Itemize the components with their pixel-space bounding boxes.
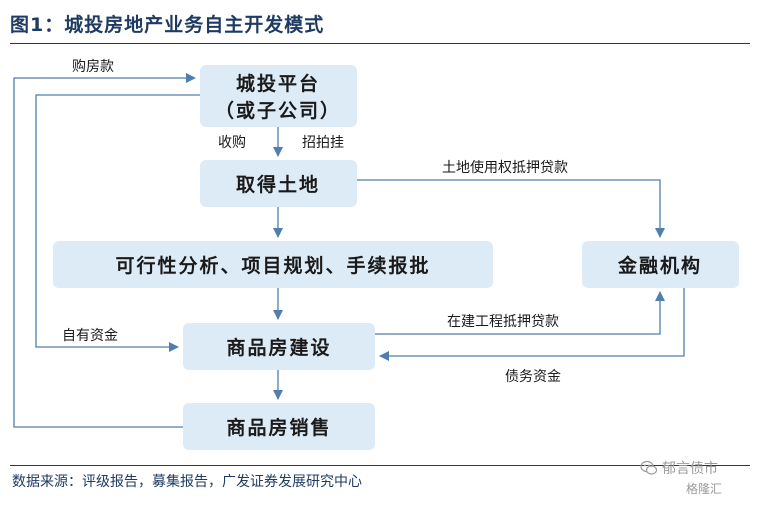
edge-construction-loan-label: 在建工程抵押贷款 xyxy=(447,314,559,330)
watermark-line2: 格隆汇 xyxy=(686,482,723,496)
watermark: 郁言债市 xyxy=(640,458,718,478)
edge-own-funds-label: 自有资金 xyxy=(62,328,118,344)
node-platform-line2: （或子公司） xyxy=(215,99,341,122)
edge-purchase-payment-label: 购房款 xyxy=(72,59,114,75)
edge-construction-loan xyxy=(375,291,665,335)
edge-purchase-payment xyxy=(13,73,196,428)
node-platform-line1: 城投平台 xyxy=(236,72,320,95)
edge-land-loan xyxy=(357,179,665,238)
node-construction xyxy=(183,323,375,370)
node-platform xyxy=(200,65,357,127)
edge-debt-funds xyxy=(379,288,685,361)
wechat-icon xyxy=(640,460,658,475)
node-construction-label: 商品房建设 xyxy=(226,336,331,359)
source-note: 数据来源：评级报告，募集报告，广发证券发展研究中心 xyxy=(12,474,362,490)
node-sales xyxy=(183,403,375,450)
node-analysis xyxy=(53,241,493,288)
edge-acquisition-label: 收购 xyxy=(218,135,246,151)
node-sales-label: 商品房销售 xyxy=(226,416,331,439)
node-finance-label: 金融机构 xyxy=(617,254,702,277)
node-analysis-label: 可行性分析、项目规划、手续报批 xyxy=(115,254,430,277)
edge-own-funds xyxy=(35,94,200,352)
source-rule xyxy=(10,465,750,466)
node-land-label: 取得土地 xyxy=(236,173,320,196)
figure-title: 图1：城投房地产业务自主开发模式 xyxy=(10,14,325,36)
node-finance xyxy=(582,241,739,288)
edge-debt-funds-label: 债务资金 xyxy=(505,369,561,385)
title-rule xyxy=(10,43,750,44)
edge-land-loan-label: 土地使用权抵押贷款 xyxy=(442,159,568,176)
node-land xyxy=(200,160,357,207)
edge-auction-label: 招拍挂 xyxy=(302,135,344,151)
watermark-line1: 郁言债市 xyxy=(662,461,718,477)
